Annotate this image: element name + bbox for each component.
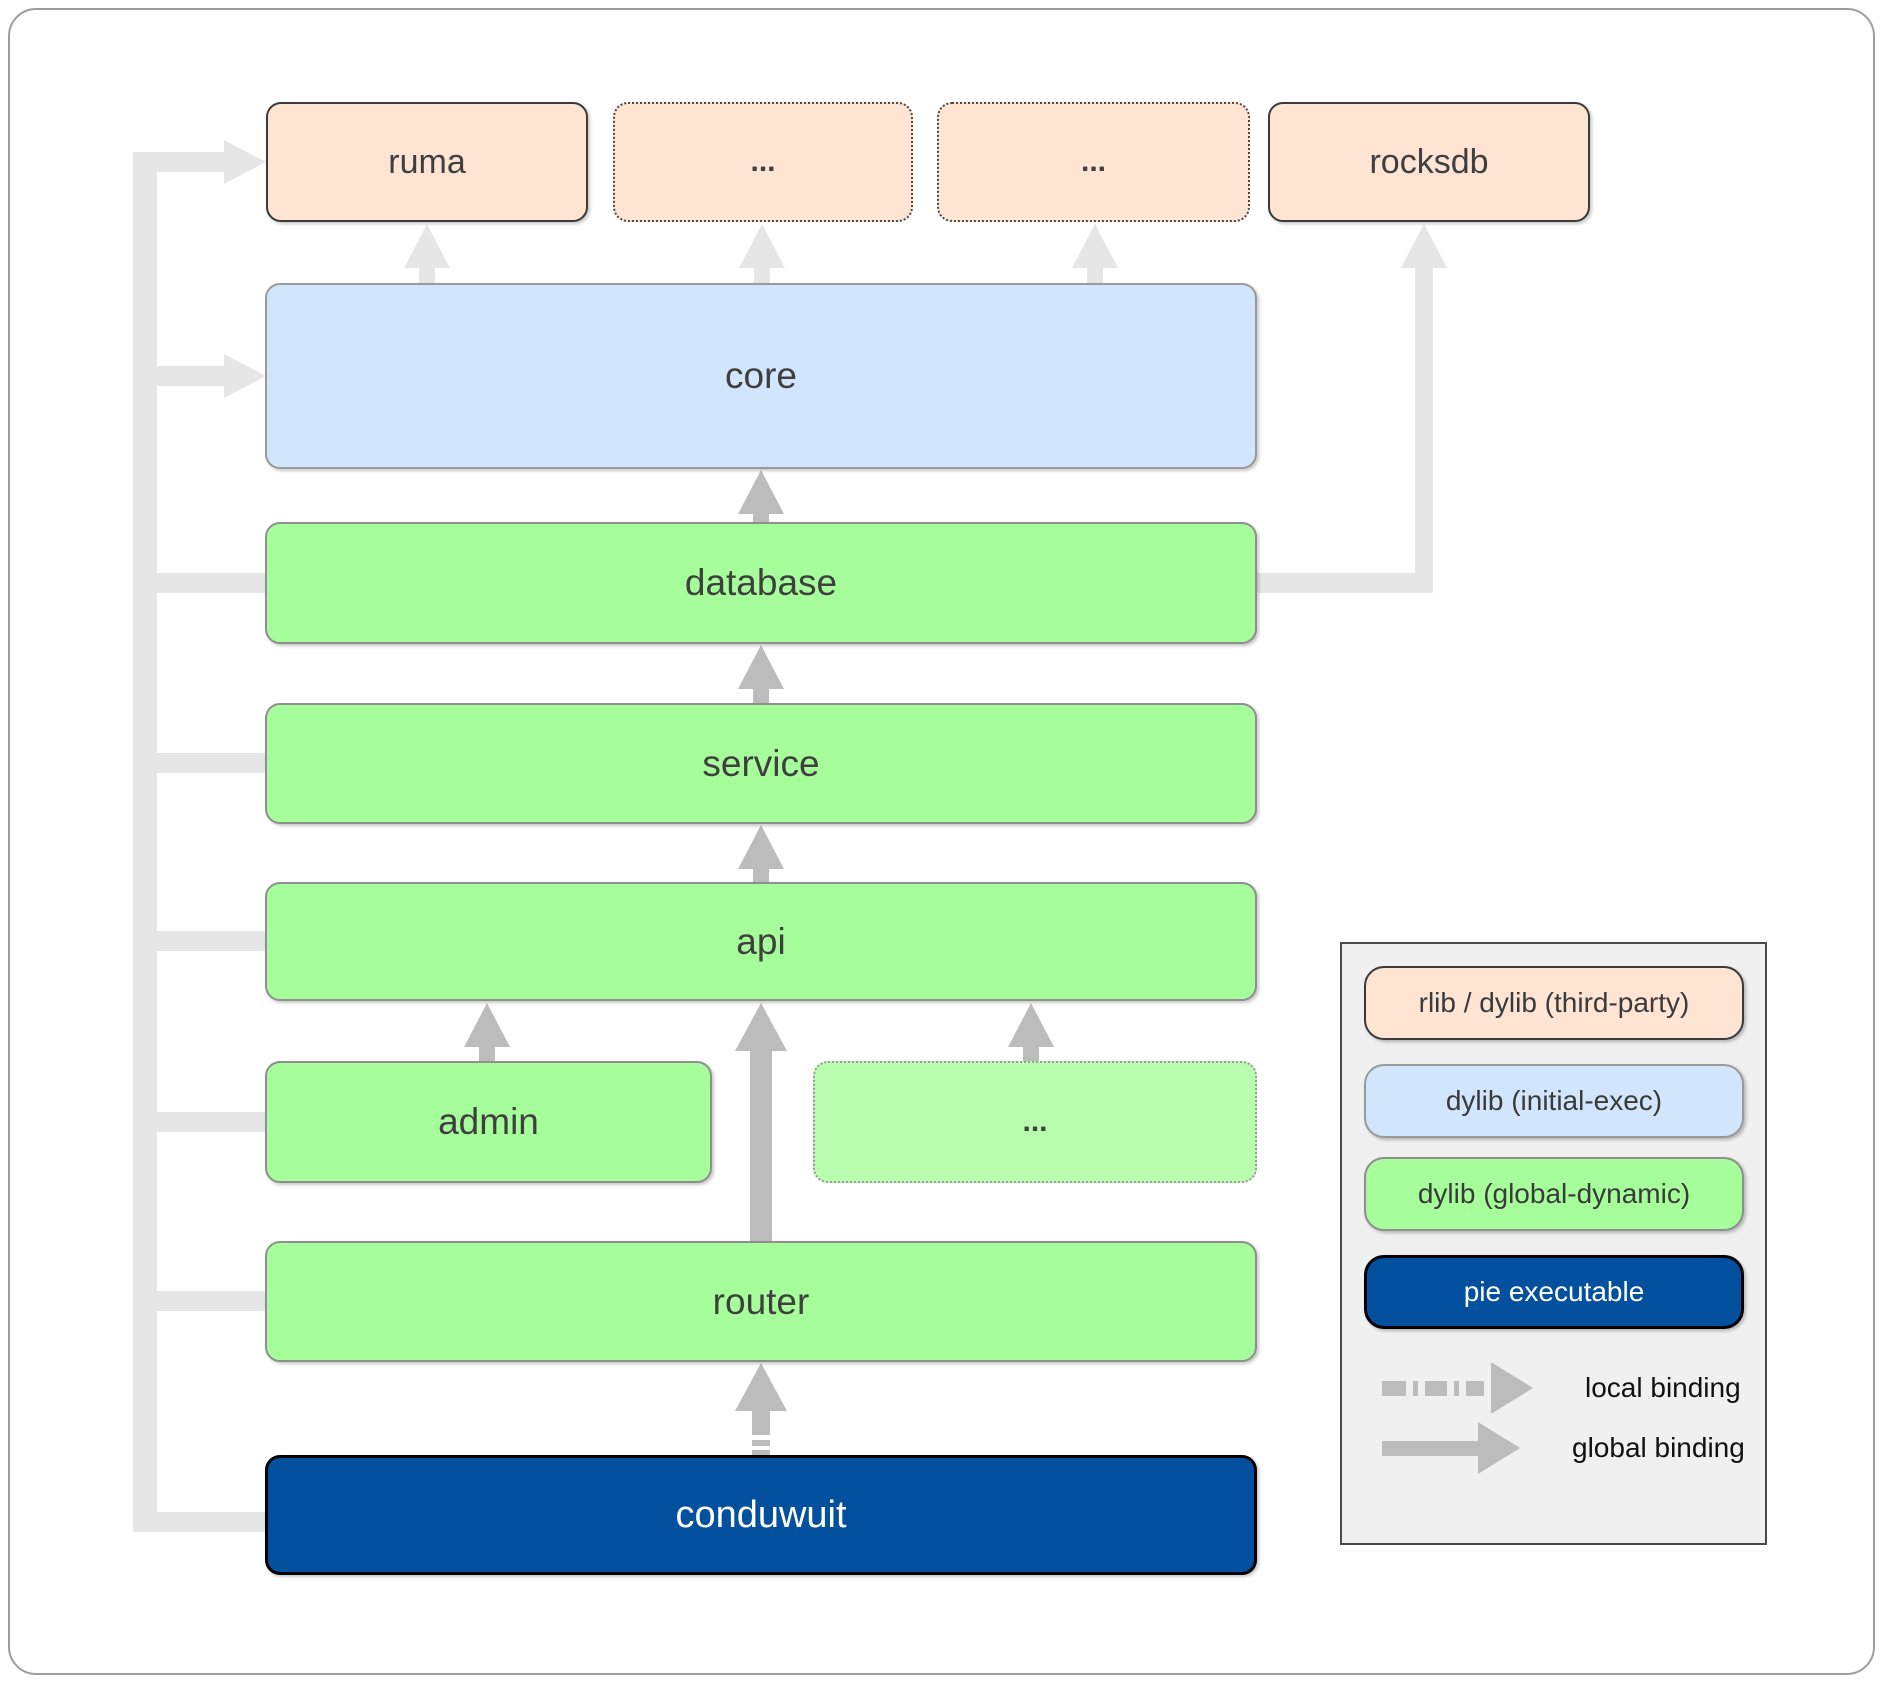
legend-global-binding-row: global binding	[1382, 1422, 1745, 1474]
node-database-label: database	[684, 562, 838, 603]
node-conduwuit-label: conduwuit	[675, 1493, 847, 1536]
arrow-database-rocksdb-riser	[1415, 266, 1433, 593]
node-core: core	[265, 283, 1257, 469]
node-ruma-label: ruma	[388, 142, 466, 181]
node-database: database	[265, 522, 1257, 644]
arrow-core-ruma-shaft	[419, 264, 435, 283]
node-admin: admin	[265, 1061, 712, 1183]
node-ellipsis-top-left: ...	[613, 102, 913, 222]
binding-branch-service	[157, 753, 266, 773]
binding-arrowhead-ruma	[224, 140, 266, 184]
local-binding-arrowhead-icon	[1491, 1362, 1533, 1414]
node-service: service	[265, 703, 1257, 824]
arrow-core-ellipsis2-head	[1072, 224, 1118, 268]
arrow-router-api-head	[735, 1003, 787, 1051]
legend-item-third-party-label: rlib / dylib (third-party)	[1418, 987, 1690, 1018]
arrow-conduwuit-router-dash3	[752, 1450, 770, 1456]
node-ellipsis-top-right: ...	[937, 102, 1250, 222]
binding-branch-admin	[157, 1112, 266, 1132]
node-ellipsis-top-left-label: ...	[750, 145, 776, 178]
arrow-conduwuit-router-dash2	[752, 1440, 770, 1446]
arrow-ellipsis-api-head	[1008, 1003, 1054, 1047]
legend-local-binding-label: local binding	[1585, 1372, 1741, 1403]
arrow-database-rocksdb-head	[1401, 224, 1447, 268]
outer-border	[8, 8, 1875, 1675]
legend-item-initial-exec-label: dylib (initial-exec)	[1445, 1085, 1663, 1116]
arrow-api-service-head	[738, 825, 784, 869]
global-binding-arrowhead-icon	[1478, 1422, 1520, 1474]
binding-branch-core	[157, 366, 227, 386]
arrow-ellipsis-api-shaft	[1023, 1045, 1039, 1061]
arrow-conduwuit-router-head	[735, 1363, 787, 1411]
legend: rlib / dylib (third-party) dylib (initia…	[1340, 942, 1767, 1545]
binding-trunk-line	[133, 152, 157, 1532]
node-api-label: api	[736, 920, 786, 962]
legend-item-global-dynamic-label: dylib (global-dynamic)	[1417, 1178, 1691, 1209]
binding-branch-conduwuit	[133, 1512, 266, 1532]
arrow-core-ruma-head	[404, 224, 450, 268]
node-ellipsis-top-right-label: ...	[1080, 145, 1106, 178]
arrow-admin-api-head	[464, 1003, 510, 1047]
node-conduwuit: conduwuit	[265, 1455, 1257, 1575]
binding-branch-ruma	[157, 152, 227, 172]
legend-item-pie-executable: pie executable	[1364, 1255, 1744, 1329]
node-ellipsis-mid-label: ...	[1022, 1105, 1048, 1138]
arrow-api-service-shaft	[753, 867, 769, 882]
legend-item-global-dynamic: dylib (global-dynamic)	[1364, 1157, 1744, 1231]
legend-global-binding-label: global binding	[1572, 1432, 1745, 1463]
legend-item-third-party: rlib / dylib (third-party)	[1364, 966, 1744, 1040]
node-rocksdb: rocksdb	[1268, 102, 1590, 222]
legend-item-pie-executable-label: pie executable	[1463, 1276, 1645, 1307]
binding-arrowhead-core	[224, 354, 266, 398]
arrow-core-ellipsis1-shaft	[754, 264, 770, 283]
arrow-database-core-head	[738, 470, 784, 514]
arrow-admin-api-shaft	[479, 1045, 495, 1061]
binding-branch-api	[157, 931, 266, 951]
arrow-core-ellipsis1-head	[739, 224, 785, 268]
binding-branch-database	[157, 573, 266, 593]
arrow-service-database-head	[738, 645, 784, 689]
binding-branch-router	[157, 1291, 266, 1311]
arrow-core-ellipsis2-shaft	[1087, 264, 1103, 283]
node-ellipsis-mid: ...	[813, 1061, 1257, 1183]
node-api: api	[265, 882, 1257, 1001]
node-router-label: router	[712, 1280, 810, 1322]
node-rocksdb-label: rocksdb	[1369, 142, 1489, 181]
arrow-conduwuit-router-dash1	[752, 1409, 770, 1435]
node-core-label: core	[725, 355, 797, 396]
local-binding-arrow-icon	[1382, 1380, 1491, 1396]
legend-item-initial-exec: dylib (initial-exec)	[1364, 1064, 1744, 1138]
global-binding-arrow-icon	[1382, 1440, 1478, 1456]
node-ruma: ruma	[266, 102, 588, 222]
arrow-service-database-shaft	[753, 687, 769, 703]
node-service-label: service	[702, 742, 820, 784]
legend-local-binding-row: local binding	[1382, 1362, 1741, 1414]
node-router: router	[265, 1241, 1257, 1362]
arrow-router-api-shaft	[750, 1049, 772, 1241]
arrow-database-rocksdb-horizontal	[1257, 573, 1433, 593]
arrow-database-core-shaft	[753, 512, 769, 522]
node-admin-label: admin	[438, 1101, 539, 1142]
